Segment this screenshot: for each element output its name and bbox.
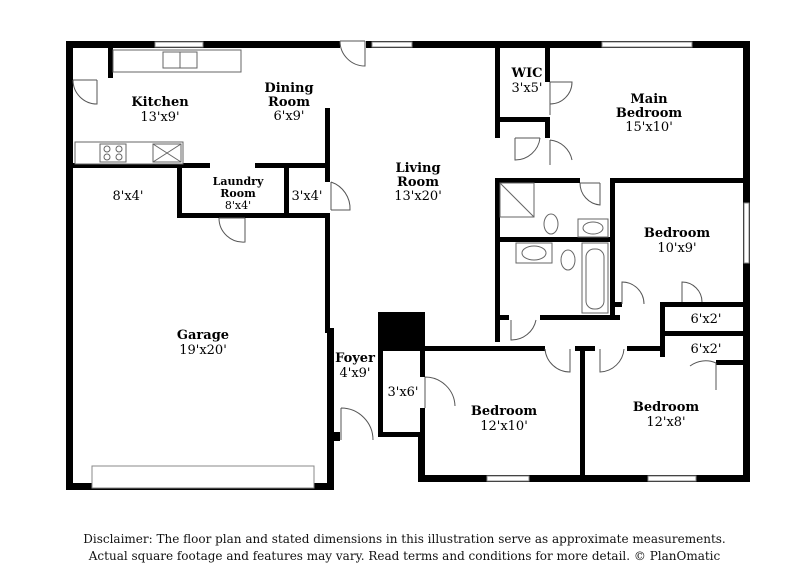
bedroom-mid-name: Bedroom	[471, 404, 538, 419]
doors	[72, 40, 717, 441]
living-name: Living	[395, 161, 440, 176]
foyer-dims: 4'x9'	[339, 366, 370, 381]
floor-plan: Kitchen 13'x9' Dining Room 6'x9' Living …	[66, 40, 750, 490]
fixtures	[74, 49, 609, 314]
closet-3x6-dims: 3'x6'	[387, 385, 418, 400]
disclaimer-line-2: Actual square footage and features may v…	[88, 549, 721, 563]
kitchen-dims: 13'x9'	[140, 110, 179, 125]
bedroom-right-name: Bedroom	[644, 226, 711, 241]
wic-name: WIC	[510, 66, 542, 81]
toilet-icon-2	[560, 249, 576, 271]
main-bedroom-name-2: Bedroom	[616, 106, 683, 121]
closet-8x4-dims: 8'x4'	[112, 189, 143, 204]
living-dims: 13'x20'	[394, 189, 442, 204]
closet-3x4-dims: 3'x4'	[291, 189, 322, 204]
laundry-dims: 8'x4'	[225, 199, 251, 212]
toilet-icon	[543, 213, 559, 235]
bedroom-se-dims: 12'x8'	[646, 415, 685, 430]
room-labels: Kitchen 13'x9' Dining Room 6'x9' Living …	[112, 66, 721, 434]
dining-name: Dining	[264, 81, 313, 96]
garage-name: Garage	[177, 328, 229, 343]
main-bedroom-name: Main	[630, 92, 668, 107]
bedroom-se-name: Bedroom	[633, 400, 700, 415]
disclaimer-line-1: Disclaimer: The floor plan and stated di…	[83, 532, 726, 546]
interior-walls	[73, 48, 750, 476]
foyer-name: Foyer	[335, 351, 375, 366]
living-name-2: Room	[397, 175, 439, 190]
range-icon	[99, 143, 127, 163]
main-bedroom-dims: 15'x10'	[625, 120, 673, 135]
closet-6x2-b-dims: 6'x2'	[690, 342, 721, 357]
garage-door	[91, 465, 315, 489]
bedroom-right-dims: 10'x9'	[657, 241, 696, 256]
garage-dims: 19'x20'	[179, 343, 227, 358]
dining-name-2: Room	[268, 95, 310, 110]
laundry-name: Laundry	[213, 175, 264, 188]
windows	[91, 41, 750, 489]
laundry-name-2: Room	[220, 187, 256, 200]
closet-6x2-a-dims: 6'x2'	[690, 312, 721, 327]
wic-dims: 3'x5'	[511, 81, 542, 96]
kitchen-name: Kitchen	[131, 95, 189, 110]
bedroom-mid-dims: 12'x10'	[480, 419, 528, 434]
dining-dims: 6'x9'	[273, 109, 304, 124]
disclaimer: Disclaimer: The floor plan and stated di…	[0, 531, 809, 565]
